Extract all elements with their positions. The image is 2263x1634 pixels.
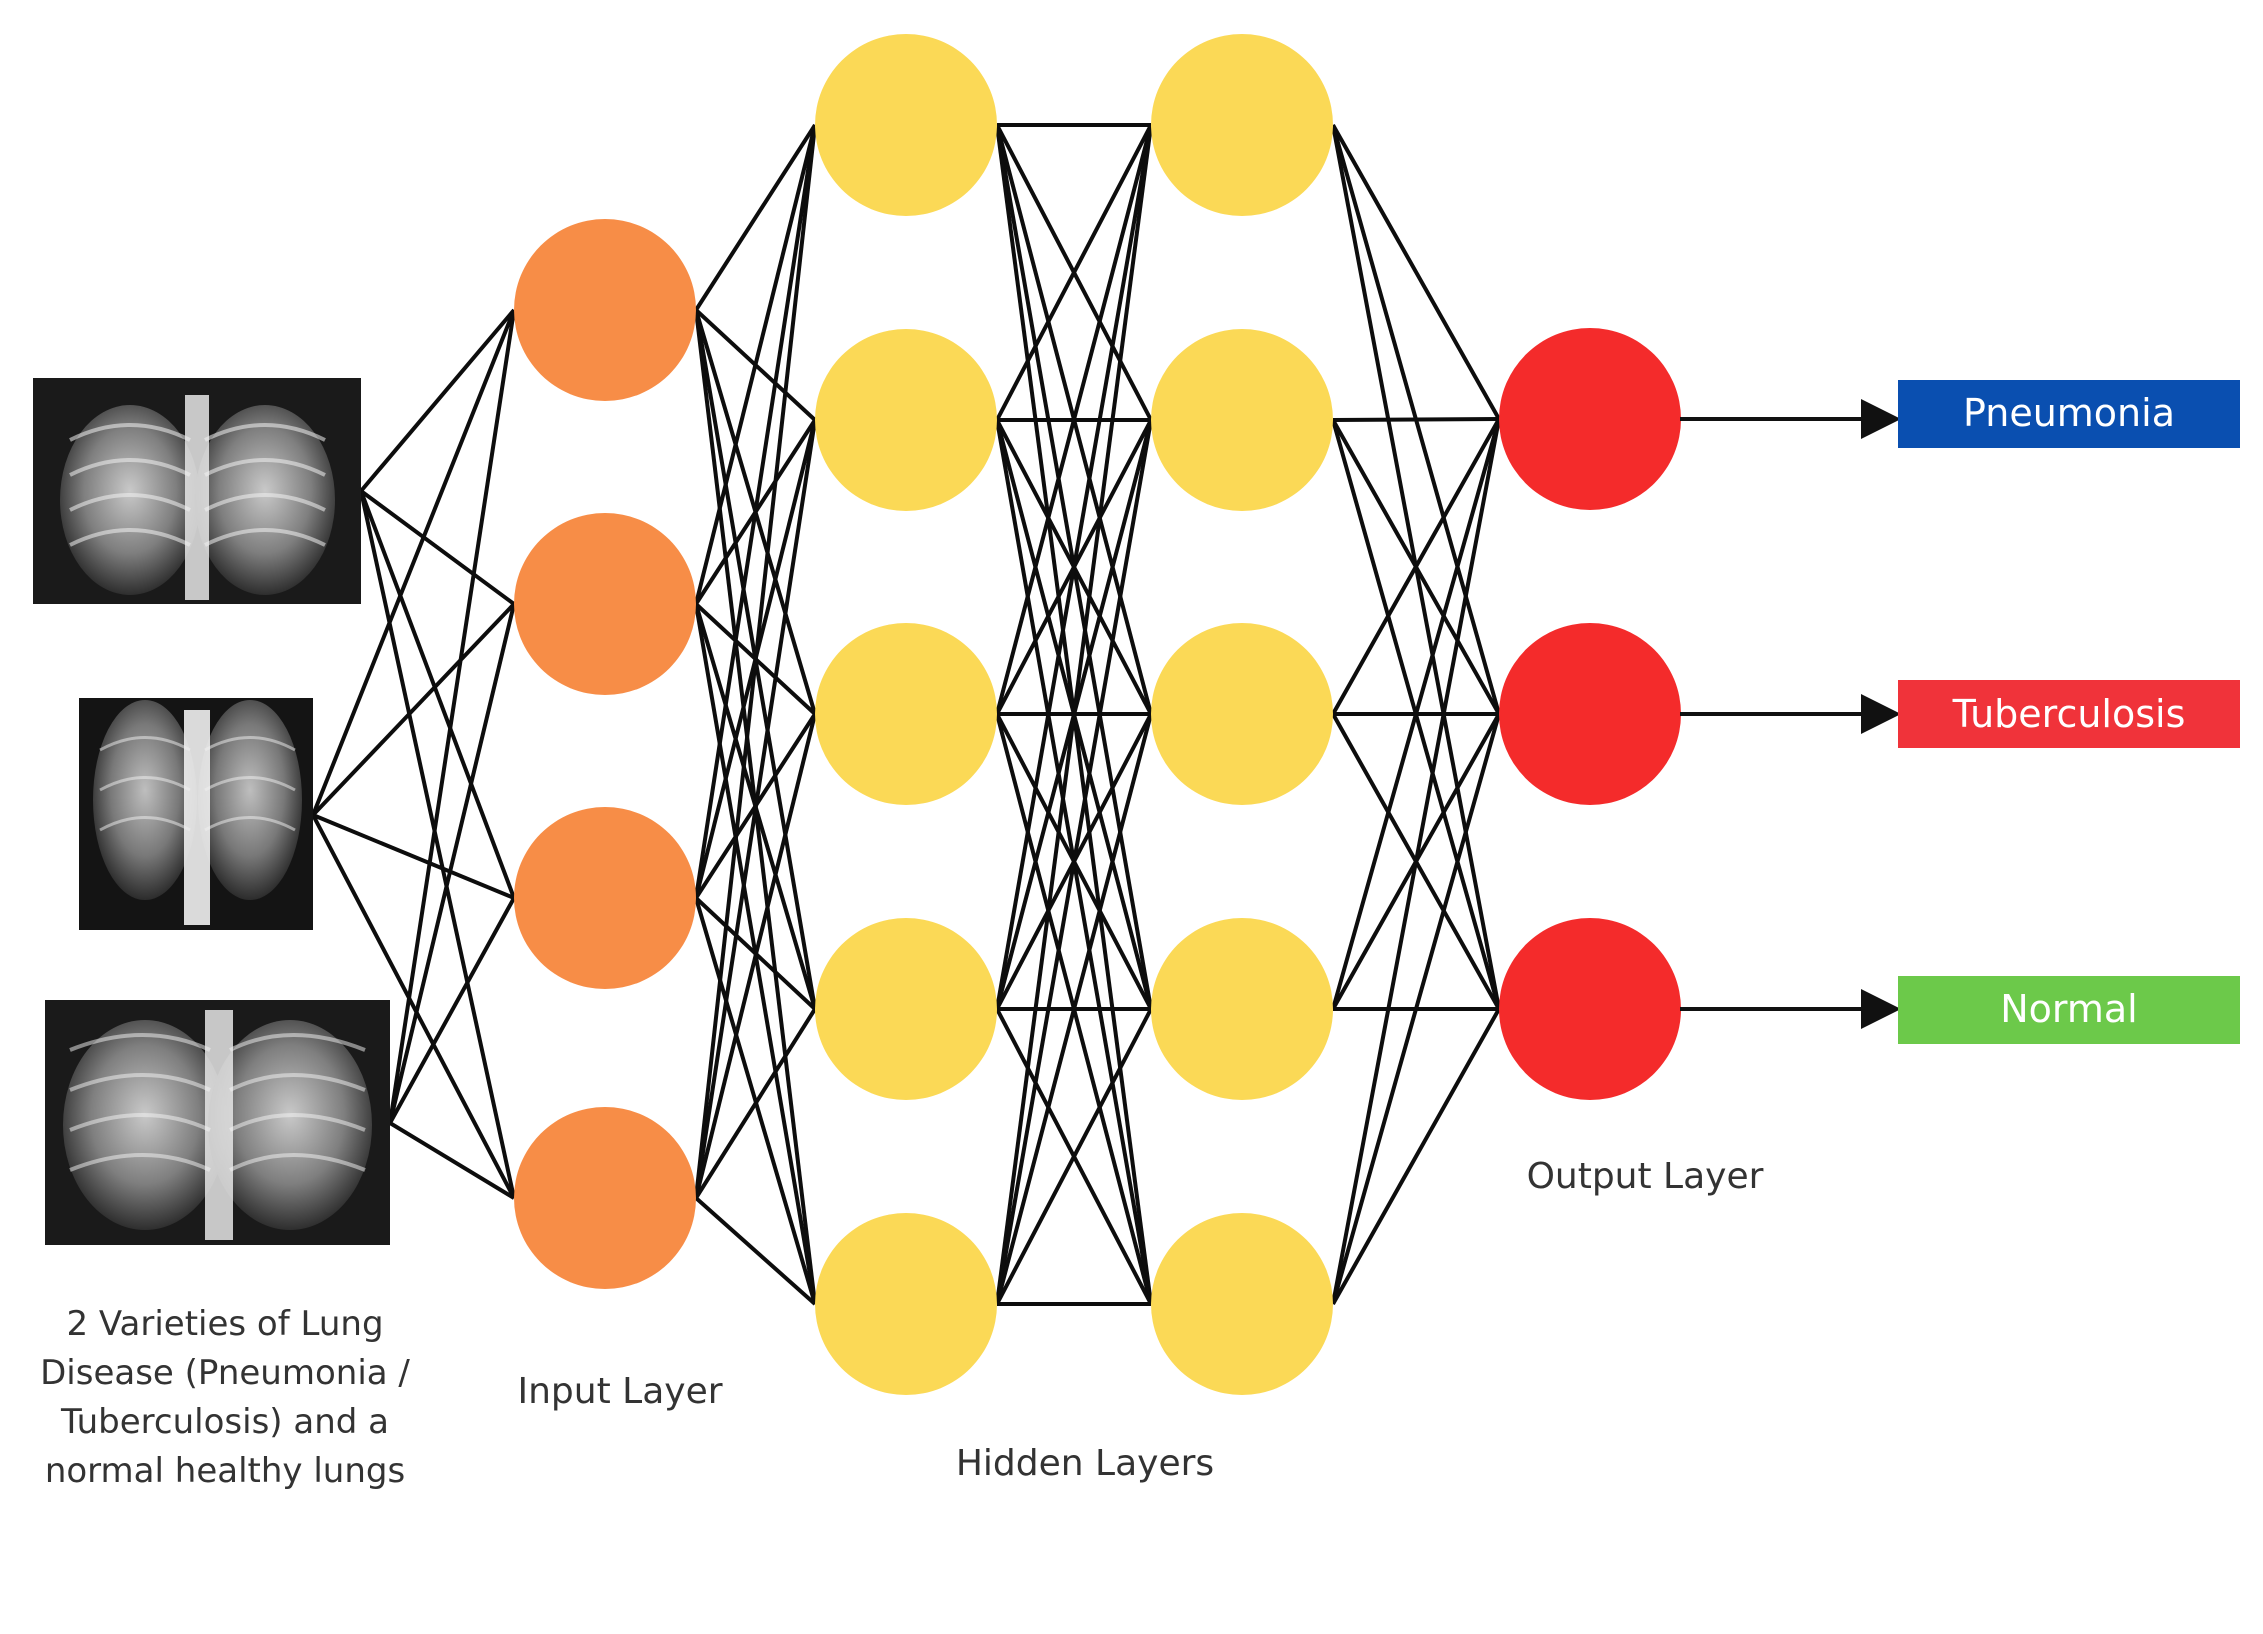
edge-image1-input4: [359, 490, 516, 1199]
edge-image3-input3: [388, 897, 516, 1124]
edge-L3n3-L4n1: [1331, 418, 1501, 715]
edge-image2-input4: [311, 814, 516, 1199]
edge-image2-input2: [311, 602, 516, 817]
edge-L2n3-L3n1: [995, 124, 1153, 715]
hidden2-node-2: [1151, 329, 1333, 511]
class-label-pneumonia: Pneumonia: [1898, 380, 2240, 448]
output-arrows: [1680, 399, 1901, 1029]
class-label-normal: Normal: [1898, 976, 2240, 1044]
edge-image3-input4: [388, 1121, 516, 1200]
class-box-tuberculosis: [1898, 680, 2240, 748]
edge-L1n4-L2n5: [694, 1196, 817, 1306]
edge-L1n3-L2n1: [694, 124, 817, 899]
edge-L2n5-L3n4: [995, 1008, 1153, 1305]
class-text-tuberculosis: Tuberculosis: [1952, 692, 2186, 736]
class-label-tuberculosis: Tuberculosis: [1898, 680, 2240, 748]
edge-L3n4-L4n1: [1331, 418, 1501, 1010]
edge-image3-input2: [388, 603, 516, 1124]
hidden1-node-2: [815, 329, 997, 511]
input-layer-label: Input Layer: [517, 1371, 722, 1412]
edge-L2n5-L3n1: [995, 124, 1153, 1305]
edge-L2n5-L3n3: [995, 713, 1153, 1305]
edge-L3n5-L4n2: [1331, 713, 1501, 1305]
edge-L1n2-L2n1: [694, 124, 817, 605]
edge-image1-input1: [359, 308, 516, 493]
hidden2-node-5: [1151, 1213, 1333, 1395]
edge-image2-input1: [311, 309, 516, 816]
edge-L2n2-L3n1: [995, 124, 1153, 421]
edge-L1n4-L2n3: [694, 713, 817, 1199]
input-images-caption: 2 Varieties of Lung Disease (Pneumonia /…: [40, 1304, 410, 1491]
edge-image2-input3: [312, 813, 515, 900]
output-node-2: [1499, 623, 1681, 805]
class-text-normal: Normal: [2000, 987, 2138, 1031]
edge-image1-input2: [359, 489, 516, 606]
edge-L3n5-L4n3: [1331, 1008, 1501, 1305]
edge-L3n2-L4n1: [1332, 417, 1500, 422]
input-node-4: [514, 1107, 696, 1289]
class-box-pneumonia: [1898, 380, 2240, 448]
input-node-2: [514, 513, 696, 695]
edge-L2n5-L3n2: [995, 419, 1153, 1305]
class-box-normal: [1898, 976, 2240, 1044]
input-node-3: [514, 807, 696, 989]
edge-L3n1-L4n1: [1331, 124, 1501, 420]
xray-normal: [45, 1000, 390, 1245]
edge-image1-input3: [359, 490, 516, 899]
edge-L1n4-L2n4: [694, 1007, 817, 1200]
output-node-1: [1499, 328, 1681, 510]
output-layer-label: Output Layer: [1527, 1156, 1764, 1197]
connection-lines: [311, 123, 1501, 1306]
caption-line-3: Tuberculosis) and a: [60, 1402, 389, 1442]
edge-L2n4-L3n1: [995, 124, 1153, 1010]
hidden2-node-4: [1151, 918, 1333, 1100]
xray-pneumonia: [33, 378, 361, 604]
hidden1-node-1: [815, 34, 997, 216]
caption-line-4: normal healthy lungs: [45, 1451, 405, 1491]
output-node-3: [1499, 918, 1681, 1100]
hidden-layers-label: Hidden Layers: [956, 1443, 1214, 1484]
hidden1-node-5: [815, 1213, 997, 1395]
class-text-pneumonia: Pneumonia: [1963, 391, 2175, 435]
edge-L1n1-L2n1: [694, 123, 817, 312]
hidden1-node-3: [815, 623, 997, 805]
xray-tuberculosis: [79, 698, 313, 930]
caption-line-2: Disease (Pneumonia /: [40, 1353, 410, 1393]
caption-line-1: 2 Varieties of Lung: [66, 1304, 383, 1344]
hidden2-node-3: [1151, 623, 1333, 805]
hidden2-node-1: [1151, 34, 1333, 216]
input-node-1: [514, 219, 696, 401]
edge-image3-input1: [388, 309, 516, 1124]
edge-L3n5-L4n1: [1331, 418, 1501, 1305]
edge-L1n4-L2n2: [694, 419, 817, 1199]
edge-L1n4-L2n1: [694, 124, 817, 1199]
hidden1-node-4: [815, 918, 997, 1100]
